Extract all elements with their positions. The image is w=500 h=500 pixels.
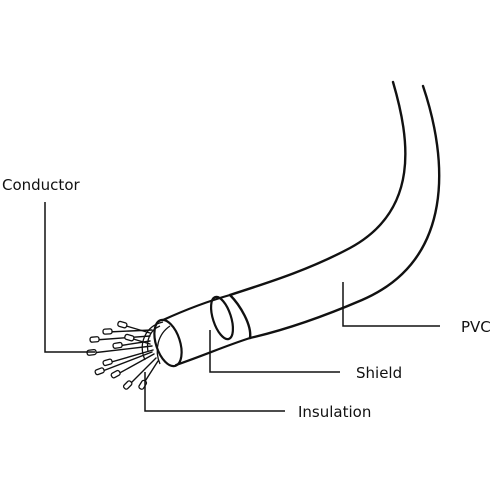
conductor-tip (138, 379, 148, 390)
conductor-tip (94, 367, 105, 376)
conductor-tip (112, 341, 123, 349)
conductor-tip (102, 358, 113, 367)
pvc-jacket-end-ring (228, 293, 252, 340)
wire (107, 349, 154, 364)
shield-end-ellipse (153, 318, 183, 368)
shield-bottom-edge (174, 336, 252, 367)
conductor-tip (110, 369, 121, 379)
pvc-jacket-bottom-edge (248, 84, 441, 340)
wire (91, 345, 153, 354)
wire (122, 324, 151, 334)
shield-top-edge (161, 293, 232, 322)
wire (107, 329, 153, 333)
conductor-tips (86, 320, 148, 390)
wire (94, 335, 151, 341)
shield-leader-line (209, 330, 340, 373)
conductor-tip (117, 320, 128, 329)
conductor-leader-line (44, 202, 95, 353)
wire (127, 357, 157, 387)
pvc-jacket (228, 80, 441, 340)
insulation-leader-line (144, 372, 285, 412)
wire (99, 351, 153, 373)
conductor-tip (89, 336, 100, 343)
pvc-label: PVC (461, 318, 491, 336)
conductor-tip (124, 333, 135, 342)
shield-label: Shield (356, 364, 402, 382)
conductor-tip (102, 328, 113, 335)
pvc-leader-line (342, 282, 440, 327)
shield-layer (153, 293, 252, 368)
insulated-wires (91, 324, 159, 387)
pvc-jacket-top-edge (228, 80, 407, 297)
conductor-tip (122, 380, 133, 390)
shield-ring (209, 295, 235, 341)
conductor-label: Conductor (2, 176, 80, 194)
wire (117, 340, 151, 347)
insulation-label: Insulation (298, 403, 371, 421)
wire (115, 353, 155, 376)
leader-lines (44, 202, 440, 412)
